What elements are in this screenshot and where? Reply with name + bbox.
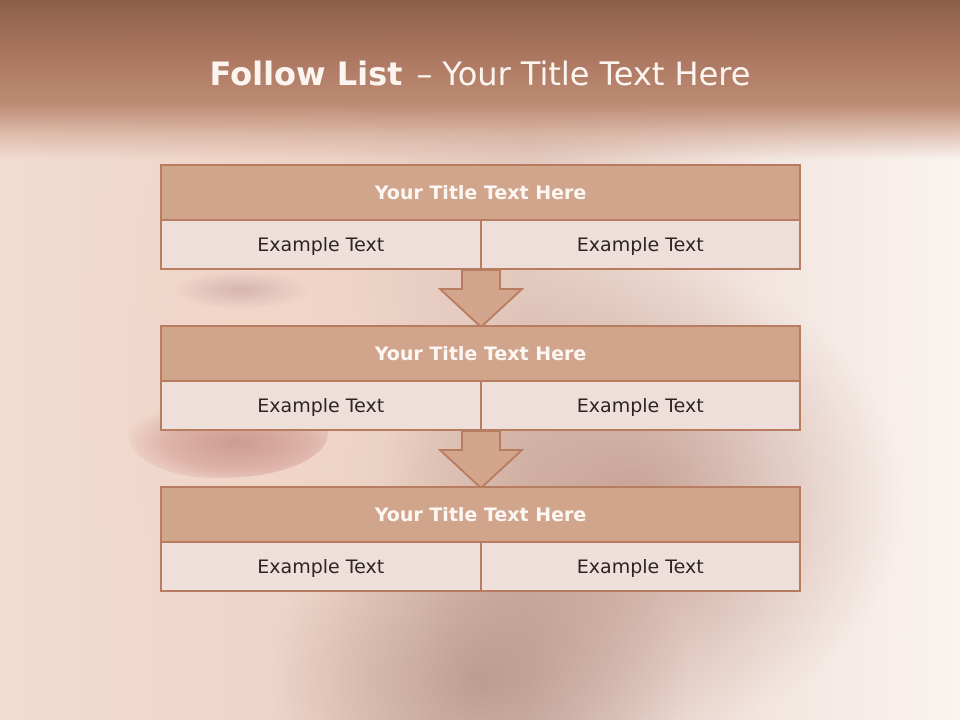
page-title-rest: Your Title Text Here [442,55,751,93]
step-2-right-cell[interactable]: Example Text [481,382,801,431]
page-title: Follow List–Your Title Text Here [0,55,960,93]
step-row-2: Example Text Example Text [160,382,801,431]
step-block-3: Your Title Text Here Example Text Exampl… [160,486,801,592]
step-title-1[interactable]: Your Title Text Here [160,164,801,221]
step-3-left-cell[interactable]: Example Text [160,543,482,592]
step-title-3[interactable]: Your Title Text Here [160,486,801,543]
step-block-2: Your Title Text Here Example Text Exampl… [160,325,801,431]
step-title-2[interactable]: Your Title Text Here [160,325,801,382]
page-title-separator: – [416,55,433,93]
step-3-right-cell[interactable]: Example Text [481,543,801,592]
step-1-right-cell[interactable]: Example Text [481,221,801,270]
header-banner [0,0,960,160]
step-row-3: Example Text Example Text [160,543,801,592]
down-arrow-icon [438,269,524,329]
step-block-1: Your Title Text Here Example Text Exampl… [160,164,801,270]
down-arrow-icon [438,430,524,490]
background-eye [170,270,310,310]
step-row-1: Example Text Example Text [160,221,801,270]
step-2-left-cell[interactable]: Example Text [160,382,482,431]
step-1-left-cell[interactable]: Example Text [160,221,482,270]
page-title-bold: Follow List [209,55,403,93]
